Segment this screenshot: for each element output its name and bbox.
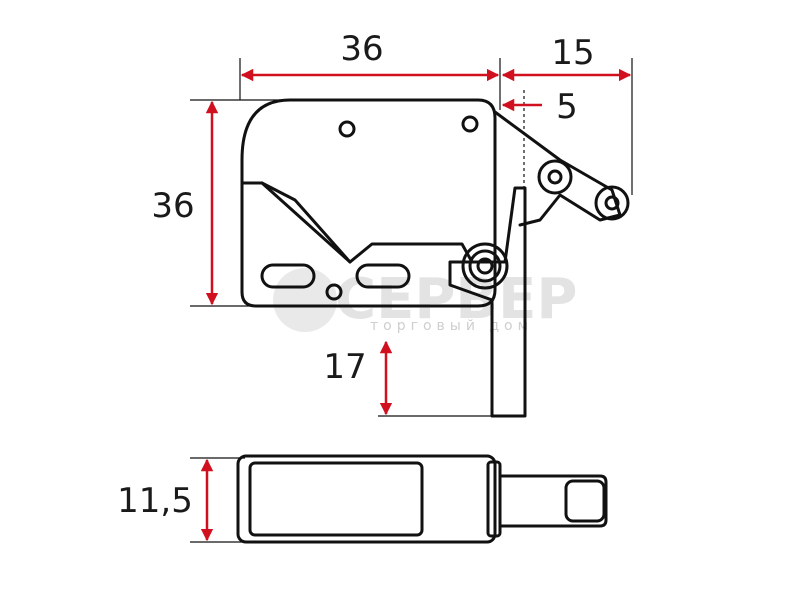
label-height: 36 [151,186,194,226]
watermark-tagline: торговый дом [370,318,533,334]
label-tongue-length: 17 [323,347,366,387]
watermark: СЕРВЕР торговый дом [273,267,577,334]
label-offset: 5 [556,87,578,127]
dimension-lines [200,68,632,542]
latch-side-view [240,98,630,418]
label-roller-extension: 15 [551,33,594,73]
watermark-logo-icon [273,268,337,332]
latch-top-view [236,454,608,544]
label-thickness: 11,5 [117,481,193,521]
label-top-width: 36 [340,29,383,69]
watermark-brand: СЕРВЕР [335,267,577,332]
